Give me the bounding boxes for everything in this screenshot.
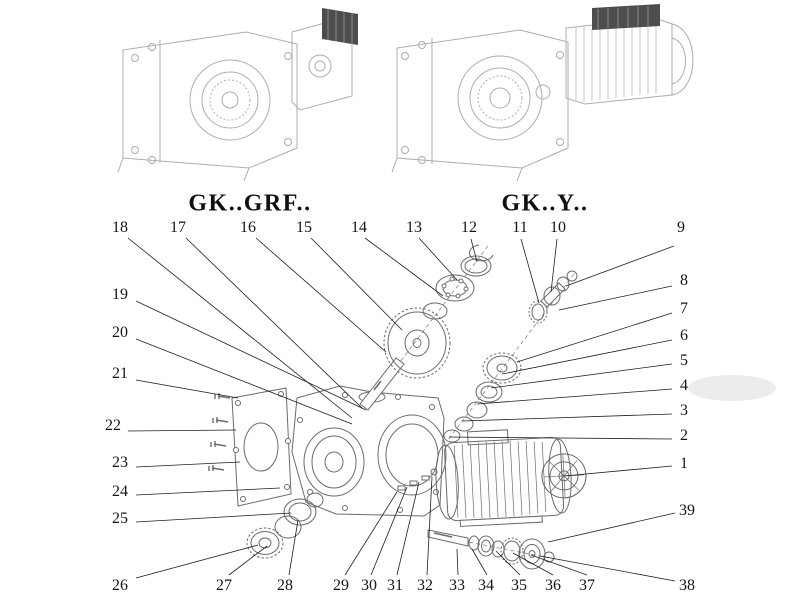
part-callout-36: 36: [545, 577, 561, 594]
part-callout-9: 9: [677, 219, 685, 236]
housing-drawing: [291, 385, 447, 517]
model-label-gk-grf: GK..GRF..: [188, 190, 312, 217]
part-callout-23: 23: [112, 454, 128, 471]
part-callout-11: 11: [512, 219, 528, 236]
part-callout-7: 7: [680, 300, 688, 317]
part-callout-29: 29: [333, 577, 349, 594]
part-callout-24: 24: [112, 483, 128, 500]
part-callout-25: 25: [112, 510, 128, 527]
part-callout-6: 6: [680, 327, 688, 344]
part-callout-16: 16: [240, 219, 256, 236]
part-callout-10: 10: [550, 219, 566, 236]
part-callout-21: 21: [112, 365, 128, 382]
part-callout-15: 15: [296, 219, 312, 236]
part-callout-38: 38: [679, 577, 695, 594]
part-callout-20: 20: [112, 324, 128, 341]
part-callout-8: 8: [680, 272, 688, 289]
part-callout-4: 4: [680, 377, 688, 394]
part-callout-12: 12: [461, 219, 477, 236]
part-callout-31: 31: [387, 577, 403, 594]
part-callout-37: 37: [579, 577, 595, 594]
part-callout-30: 30: [361, 577, 377, 594]
assembled-gearbox-y-drawing: [391, 4, 694, 182]
cover-plate-drawing: [231, 387, 292, 507]
part-callout-33: 33: [449, 577, 465, 594]
upper-bearings-drawing: [435, 244, 494, 302]
part-callout-26: 26: [112, 577, 128, 594]
part-callout-35: 35: [511, 577, 527, 594]
model-label-gk-y: GK..Y..: [501, 190, 589, 217]
input-shaft-drawing: [528, 270, 578, 324]
part-callout-2: 2: [680, 427, 688, 444]
exploded-view-drawing: [208, 244, 587, 570]
assembled-gearbox-grf-drawing: [117, 8, 358, 182]
leader-lines: [127, 237, 676, 582]
cover-screws-drawing: [208, 393, 231, 471]
part-callout-39: 39: [679, 502, 695, 519]
motor-drawing: [565, 4, 694, 105]
output-shaft-gear-drawing: [359, 302, 451, 411]
small-shaft-assembly-drawing: [427, 529, 555, 570]
part-callout-18: 18: [112, 219, 128, 236]
part-callout-14: 14: [351, 219, 367, 236]
part-callout-32: 32: [417, 577, 433, 594]
part-callout-13: 13: [406, 219, 422, 236]
part-callout-22: 22: [105, 417, 121, 434]
part-callout-17: 17: [170, 219, 186, 236]
part-callout-3: 3: [680, 402, 688, 419]
intermediate-gear-drawing: [443, 352, 522, 443]
output-rings-drawing: [246, 492, 324, 559]
exploded-motor-drawing: [435, 429, 587, 527]
part-callout-1: 1: [680, 455, 688, 472]
part-callout-5: 5: [680, 352, 688, 369]
part-callout-34: 34: [478, 577, 494, 594]
input-cap-drawing: [322, 8, 358, 45]
fasteners-drawing: [397, 468, 438, 491]
part-callout-19: 19: [112, 286, 128, 303]
part-callout-28: 28: [277, 577, 293, 594]
part-callout-27: 27: [216, 577, 232, 594]
watermark-smudge: [688, 375, 776, 401]
